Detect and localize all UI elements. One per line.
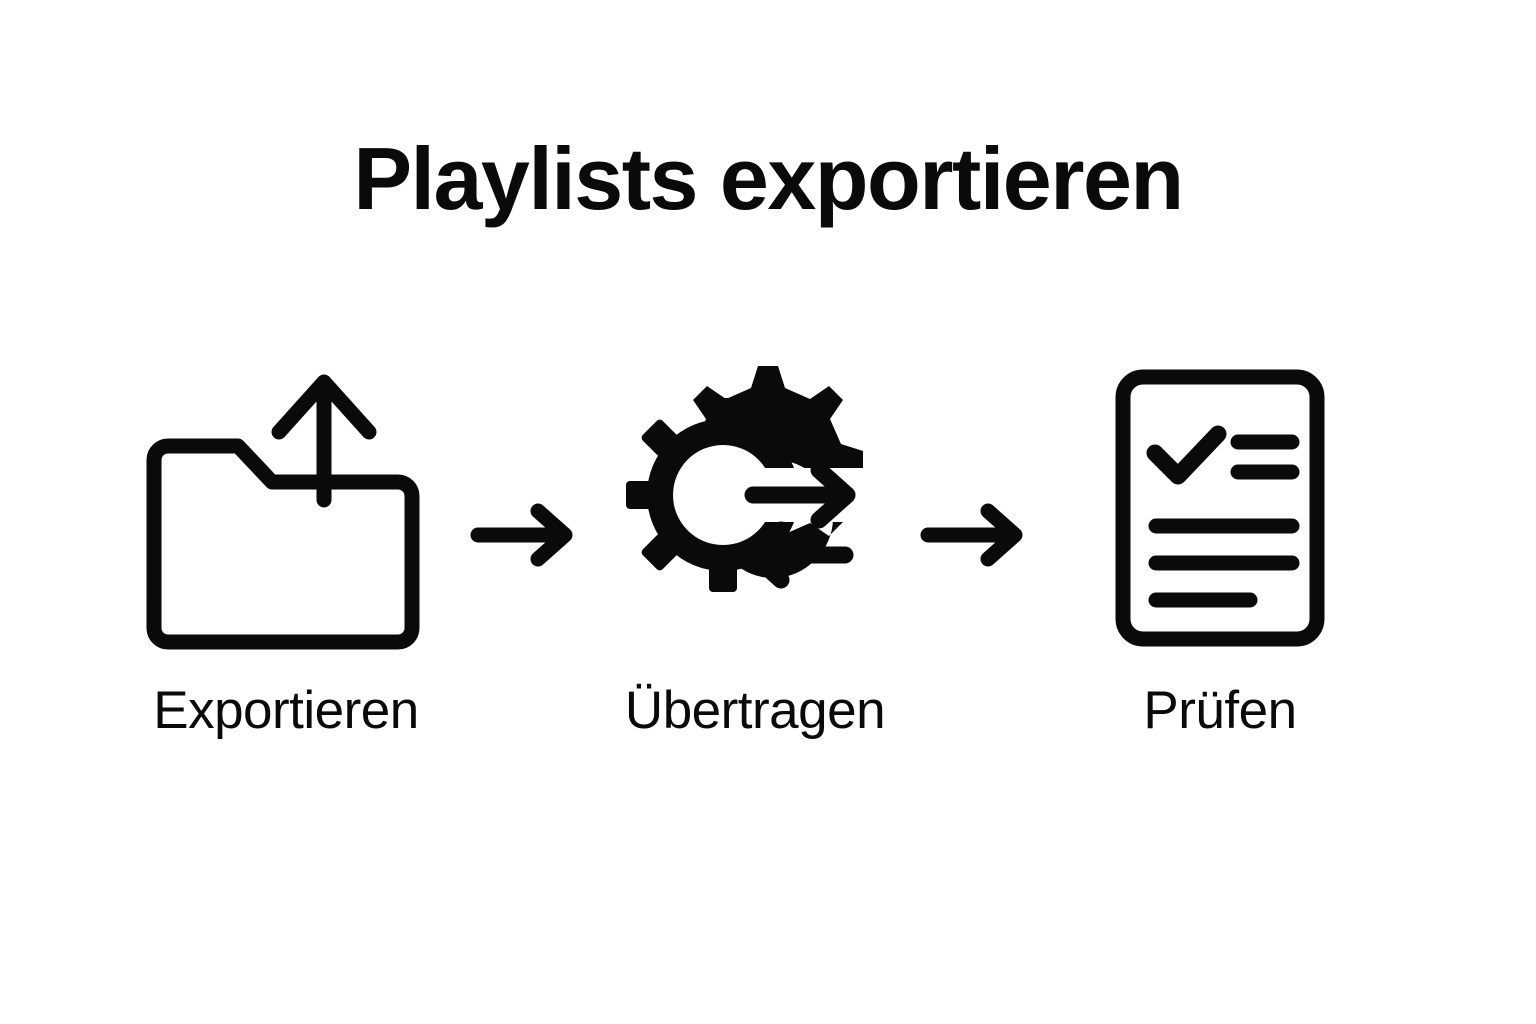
flow-step-verify-label: Prüfen [1143, 681, 1297, 740]
flow-step-export-label: Exportieren [153, 681, 419, 740]
flow-step-verify[interactable]: Prüfen [1050, 350, 1390, 790]
flow-step-transfer[interactable]: Übertragen [585, 350, 925, 790]
page-title: Playlists exportieren [353, 129, 1184, 228]
gear-transfer-arrows-icon [585, 350, 925, 680]
arrow-right-icon [920, 500, 1030, 570]
folder-upload-icon [116, 350, 456, 680]
document-checklist-icon [1050, 350, 1390, 680]
flow-step-transfer-label: Übertragen [624, 681, 886, 740]
process-flow-diagram: Exportieren [0, 350, 1536, 790]
arrow-right-icon [470, 500, 580, 570]
flow-step-export[interactable]: Exportieren [116, 350, 456, 790]
